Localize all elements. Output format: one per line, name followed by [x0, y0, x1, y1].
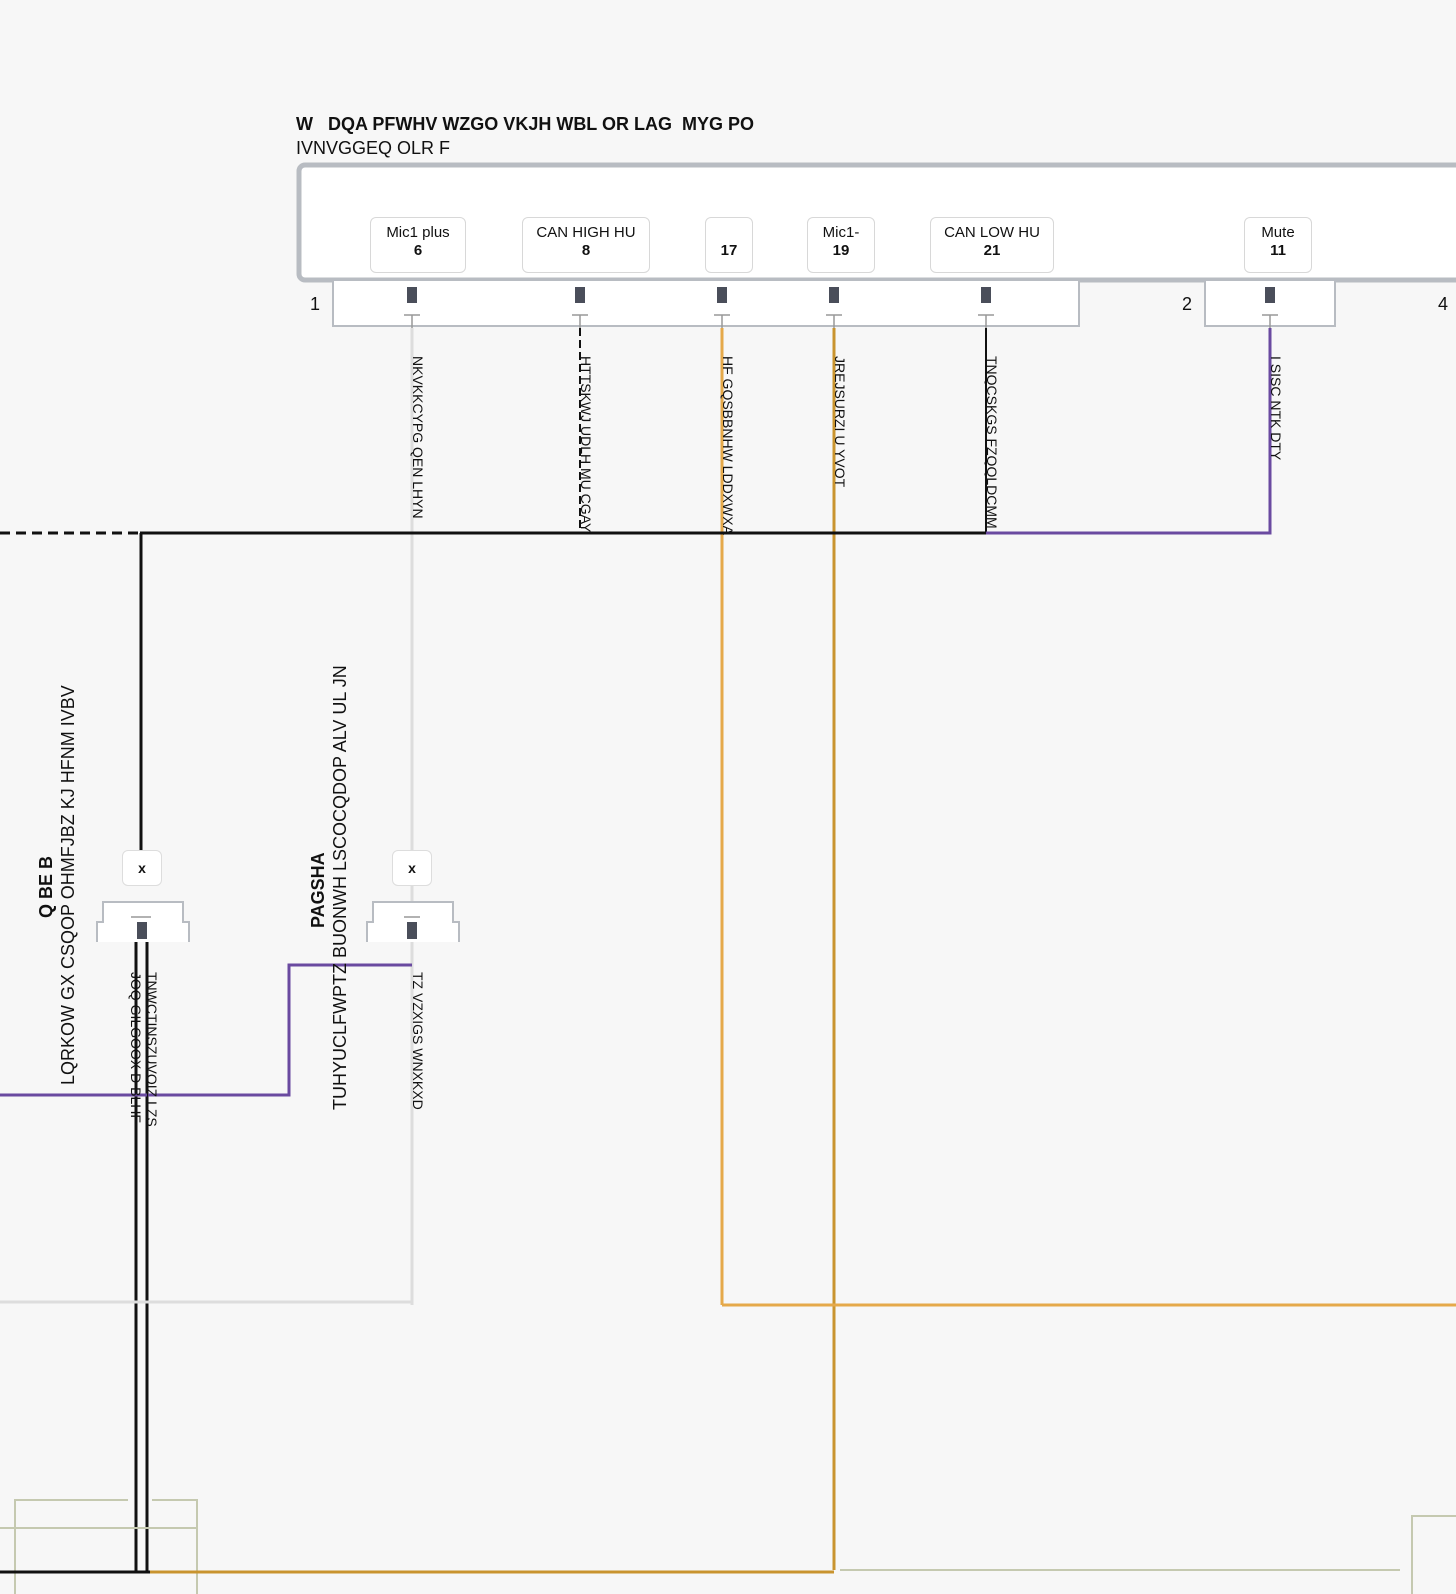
- splice-left: [96, 901, 190, 942]
- connector-number-4: 4: [1438, 294, 1449, 314]
- wire-white-loop[interactable]: [0, 1100, 414, 1304]
- terminals: [407, 287, 1275, 303]
- pin-box-11[interactable]: Mute 11: [1244, 217, 1312, 273]
- connector-number-1: 1: [310, 294, 321, 314]
- pin-box-19[interactable]: Mic1- 19: [807, 217, 875, 273]
- wire-label-pin19: JREJSURZI U YVOT: [832, 356, 848, 488]
- component-title: W DQA PFWHV WZGO VKJH WBL OR LAG MYG PO: [296, 114, 754, 134]
- terminal-stubs: [404, 314, 1278, 328]
- splice-mid: [366, 901, 460, 942]
- plug-housing-1: [332, 279, 1080, 327]
- pin-label: CAN HIGH HU: [536, 224, 636, 241]
- left-wire-label: JOQ GILGOOX D BLHF: [128, 972, 144, 1123]
- mid-component-desc: TUHYUCLFWPTZ BUONWH LSCOCQDOP ALV UL JN: [330, 665, 350, 1110]
- ground-frame-right: [840, 1515, 1456, 1594]
- pin-number: 8: [581, 242, 591, 259]
- pin-number: 6: [413, 242, 423, 259]
- wire-purple-left[interactable]: [0, 963, 412, 1097]
- pin-number: 21: [983, 242, 1001, 259]
- pin-label: Mute: [1261, 224, 1295, 241]
- wire-label-pin17: HF GQSBBNHW LDDXWXA: [720, 356, 736, 535]
- wire-pin11[interactable]: [986, 328, 1272, 535]
- connector-number-2: 2: [1182, 294, 1193, 314]
- pin-box-21[interactable]: CAN LOW HU 21: [930, 217, 1054, 273]
- pin-label: Mic1 plus: [386, 224, 450, 241]
- component-subtitle: IVNVGGEQ OLR F: [296, 138, 451, 158]
- mid-component-name: PAGSHA: [308, 852, 328, 928]
- pin-box-17[interactable]: 17: [705, 217, 753, 273]
- left-component-name: Q BE B: [36, 855, 56, 918]
- pin-label: [727, 224, 731, 241]
- wire-label-pin21: TNQCSKGS FZQQLDCMM: [984, 356, 1000, 529]
- splice-left-marker[interactable]: x: [122, 850, 162, 886]
- pin-box-8[interactable]: CAN HIGH HU 8: [522, 217, 650, 273]
- left-wire-label-2: TNWCTINSZUVOIZ LZS: [144, 972, 160, 1127]
- pin-label: Mic1-: [822, 224, 860, 241]
- pin-number: 11: [1270, 242, 1286, 259]
- splice-mid-marker[interactable]: x: [392, 850, 432, 886]
- pin-number: 19: [832, 242, 850, 259]
- wire-label-pin11: I SISC NTK DTY: [1268, 356, 1284, 461]
- left-component-desc: LQRKOW GX CSQOP OHMFJBZ KJ HFNM IVBV: [58, 685, 78, 1085]
- pin-box-6[interactable]: Mic1 plus 6: [370, 217, 466, 273]
- mid-wire-label: TZ VZXIGS WNXKXD: [410, 972, 426, 1110]
- ground-frame-left: [0, 1499, 198, 1594]
- pin-number: 17: [720, 242, 738, 259]
- pin-label: CAN LOW HU: [944, 224, 1040, 241]
- wire-label-pin8: HTTSKWJ UDLH MU CGAY: [578, 356, 594, 533]
- wire-label-pin6: NKVKKCYPG QEN LHYN: [410, 356, 426, 519]
